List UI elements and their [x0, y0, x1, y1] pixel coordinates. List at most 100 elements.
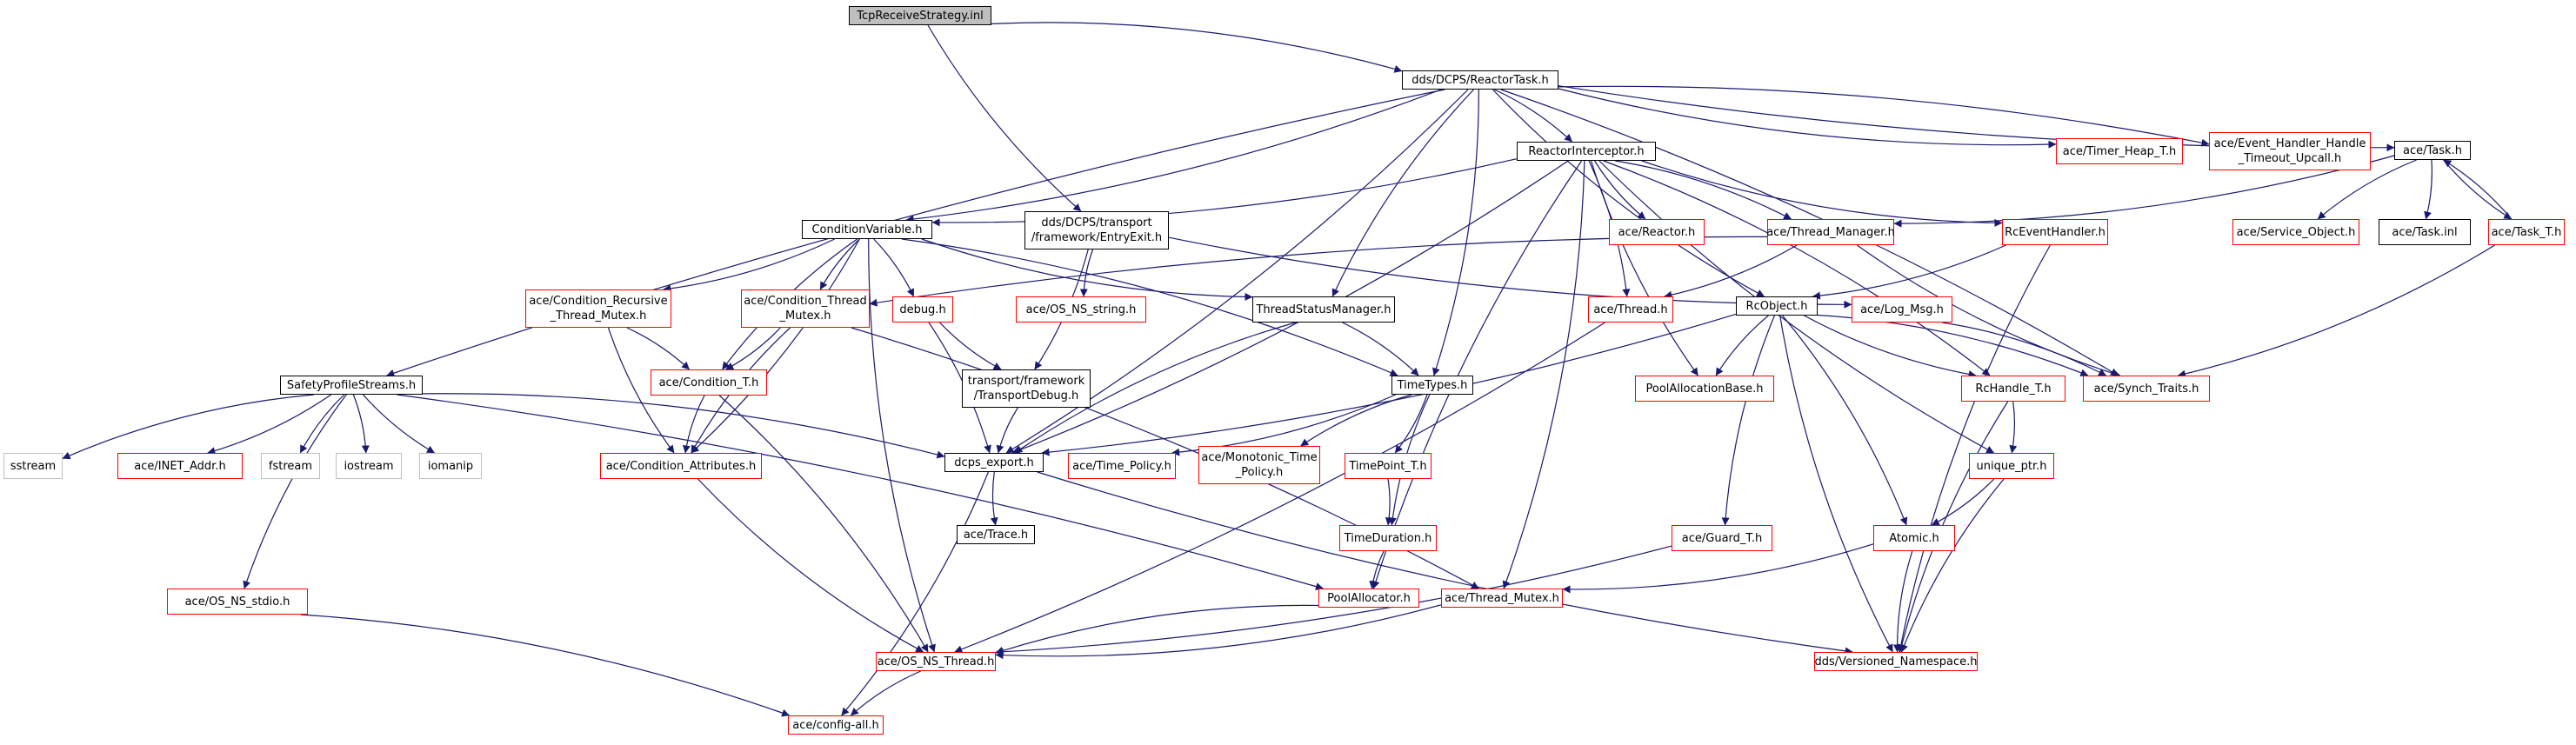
edge-condtm-to-condt — [725, 327, 781, 370]
edge-thread-to-osnsthread — [954, 322, 1605, 654]
edge-rtask-to-condvar — [905, 89, 1442, 223]
node-rchandle[interactable]: RcHandle_T.h — [1961, 376, 2065, 402]
node-guard[interactable]: ace/Guard_T.h — [1672, 525, 1772, 551]
node-debug[interactable]: debug.h — [892, 296, 953, 323]
edge-sps-to-osnsstdio — [243, 394, 347, 589]
edge-rinter-to-condvar — [931, 158, 1518, 227]
edge-condattr-to-osnsthread — [697, 478, 924, 653]
edge-threadmgr-to-thread — [1664, 244, 1798, 299]
node-versioned[interactable]: dds/Versioned_Namespace.h — [1814, 652, 1978, 671]
node-timetypes[interactable]: TimeTypes.h — [1391, 376, 1473, 395]
edge-condvar-to-tsm — [921, 238, 1253, 301]
edge-task-to-taskinl — [2424, 159, 2433, 220]
edge-rtask-to-rcobject — [1492, 89, 1765, 297]
edge-rcobject-to-atomic — [1782, 315, 1908, 526]
edge-rinter-to-threadmutex — [1502, 160, 1585, 589]
edge-rtask-to-synch — [1500, 89, 2119, 376]
node-rinter[interactable]: ReactorInterceptor.h — [1517, 142, 1656, 161]
node-synch[interactable]: ace/Synch_Traits.h — [2083, 376, 2210, 402]
edge-sps-to-poolalloc — [397, 394, 1324, 590]
edge-rinter-to-rchandle — [1603, 160, 1991, 376]
node-atomic[interactable]: Atomic.h — [1873, 525, 1955, 551]
edge-rtask-to-dcpsexport — [1005, 89, 1469, 454]
node-transdebug[interactable]: transport/framework /TransportDebug.h — [962, 369, 1091, 408]
edge-timeduration-to-poolalloc — [1369, 550, 1385, 589]
node-condrec[interactable]: ace/Condition_Recursive _Thread_Mutex.h — [525, 289, 671, 328]
node-reactor[interactable]: ace/Reactor.h — [1609, 219, 1705, 245]
edge-layer — [62, 22, 2513, 717]
edge-dcpsexport-to-acetrace — [990, 471, 998, 526]
node-inet[interactable]: ace/INET_Addr.h — [117, 453, 243, 479]
node-rcobject[interactable]: RcObject.h — [1736, 296, 1818, 316]
edge-rtask-to-timetypes — [1432, 89, 1479, 376]
node-poolallocbase[interactable]: PoolAllocationBase.h — [1635, 376, 1774, 402]
edge-rchandle-to-versioned — [1898, 401, 2009, 653]
edge-task-to-threadmgr — [1893, 155, 2395, 228]
node-threadmgr[interactable]: ace/Thread_Manager.h — [1766, 219, 1895, 245]
edge-rinter-to-poolallocbase — [1590, 160, 1698, 376]
node-condvar[interactable]: ConditionVariable.h — [802, 220, 932, 239]
edge-condvar-to-condrec — [663, 238, 835, 293]
edge-timepoint-to-timeduration — [1385, 478, 1393, 526]
node-root[interactable]: TcpReceiveStrategy.inl — [849, 6, 991, 25]
node-configall[interactable]: ace/config-all.h — [788, 715, 884, 735]
edge-rcobject-to-dcpsexport — [1041, 313, 1737, 456]
edge-rtask-to-tsm — [1331, 89, 1474, 297]
edge-logmsg-to-synch — [1942, 322, 2107, 376]
node-threadmutex[interactable]: ace/Thread_Mutex.h — [1441, 589, 1563, 608]
node-tsm[interactable]: ThreadStatusManager.h — [1252, 296, 1395, 323]
edge-uniqueptr-to-versioned — [1900, 478, 2005, 653]
node-monotonic[interactable]: ace/Monotonic_Time _Policy.h — [1198, 446, 1320, 484]
edge-guard-to-osnsthread — [995, 545, 1672, 656]
node-fstream: fstream — [261, 453, 320, 479]
edge-threadmgr-to-condtm — [869, 236, 1768, 307]
edge-transdebug-to-dcpsexport — [996, 407, 1018, 454]
edge-condvar-to-debug — [873, 238, 915, 297]
edge-taskt-to-synch — [2177, 244, 2495, 378]
node-thread[interactable]: ace/Thread.h — [1588, 296, 1673, 323]
node-poolalloc[interactable]: PoolAllocator.h — [1318, 589, 1419, 608]
edge-task-to-svcobj — [2317, 159, 2417, 220]
node-entryexit[interactable]: dds/DCPS/transport /framework/EntryExit.… — [1024, 211, 1169, 249]
node-rtask[interactable]: dds/DCPS/ReactorTask.h — [1402, 70, 1558, 90]
edge-root-to-rtask — [991, 22, 1403, 73]
node-sstream: sstream — [3, 453, 63, 479]
node-timepolicy[interactable]: ace/Time_Policy.h — [1068, 453, 1176, 479]
edge-condrec-to-condattr — [607, 327, 675, 454]
node-task[interactable]: ace/Task.h — [2394, 141, 2471, 160]
node-rceh[interactable]: RcEventHandler.h — [2002, 219, 2108, 245]
node-dcpsexport[interactable]: dcps_export.h — [944, 453, 1044, 472]
edge-timetypes-to-timepoint — [1394, 394, 1428, 454]
edge-sps-to-fstream — [299, 394, 345, 454]
edge-uniqueptr-to-atomic — [1931, 478, 1995, 526]
edge-rcobject-to-guard — [1721, 315, 1775, 526]
node-timerheap[interactable]: ace/Timer_Heap_T.h — [2056, 138, 2183, 164]
node-svcobj[interactable]: ace/Service_Object.h — [2232, 219, 2359, 245]
edge-timetypes-to-monotonic — [1300, 394, 1412, 447]
edge-tsm-to-dcpsexport — [1014, 322, 1296, 454]
node-taskt[interactable]: ace/Task_T.h — [2488, 219, 2565, 245]
edge-taskt-to-task — [2443, 159, 2513, 220]
edge-rceh-to-versioned — [1897, 244, 2051, 653]
node-condtm[interactable]: ace/Condition_Thread _Mutex.h — [741, 289, 870, 328]
node-timepoint[interactable]: TimePoint_T.h — [1345, 453, 1431, 479]
node-condattr[interactable]: ace/Condition_Attributes.h — [600, 453, 762, 479]
node-osnsstdio[interactable]: ace/OS_NS_stdio.h — [167, 589, 308, 615]
edge-entryexit-to-logmsg — [1168, 236, 1852, 309]
edge-sps-to-iomanip — [363, 394, 435, 454]
node-evhandler[interactable]: ace/Event_Handler_Handle _Timeout_Upcall… — [2209, 132, 2371, 170]
node-logmsg[interactable]: ace/Log_Msg.h — [1852, 296, 1952, 323]
node-timeduration[interactable]: TimeDuration.h — [1339, 525, 1437, 551]
node-osnsthread[interactable]: ace/OS_NS_Thread.h — [876, 652, 996, 671]
node-taskinl[interactable]: ace/Task.inl — [2379, 219, 2471, 245]
node-acetrace[interactable]: ace/Trace.h — [957, 525, 1035, 544]
edge-poolalloc-to-osnsthread — [995, 604, 1319, 655]
node-osnsstring[interactable]: ace/OS_NS_string.h — [1016, 296, 1146, 323]
edge-sps-to-inet — [207, 394, 332, 455]
node-uniqueptr[interactable]: unique_ptr.h — [1969, 453, 2054, 479]
node-iostream: iostream — [336, 453, 402, 479]
node-sps[interactable]: SafetyProfileStreams.h — [280, 376, 423, 395]
node-condt[interactable]: ace/Condition_T.h — [651, 369, 767, 396]
edge-rcobject-to-versioned — [1779, 315, 1893, 653]
edge-rcobject-to-poolallocbase — [1715, 315, 1769, 376]
